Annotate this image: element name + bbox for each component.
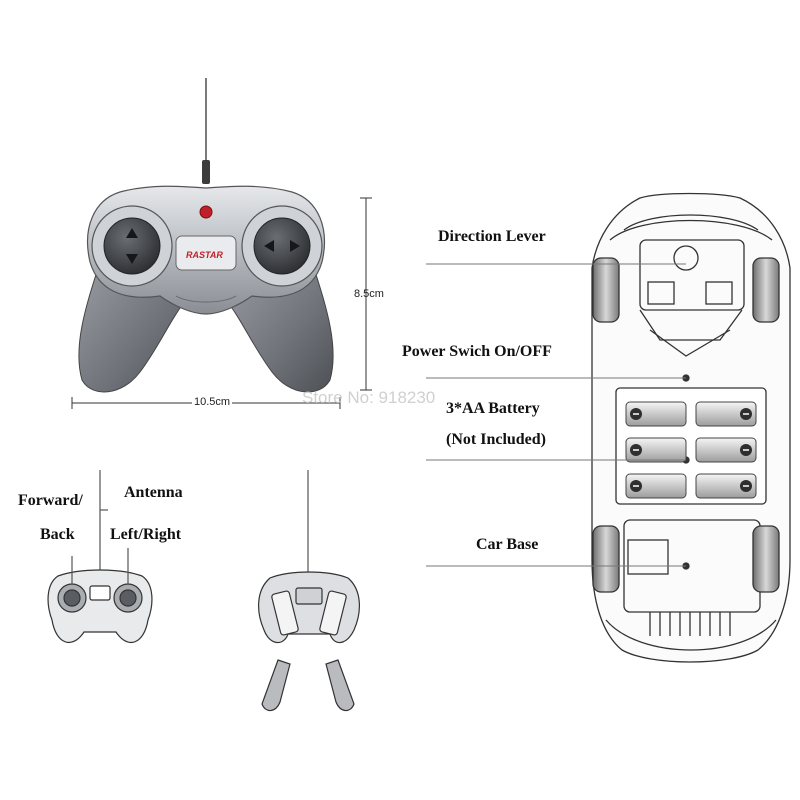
aa-battery-cell xyxy=(625,401,687,427)
left-right-arrows-icon xyxy=(264,240,300,252)
left-right-label: Left/Right xyxy=(110,526,182,543)
direction-lever-label: Direction Lever xyxy=(438,228,546,245)
car-base-label: Car Base xyxy=(476,536,539,553)
height-dimension xyxy=(360,197,372,391)
aa-battery-cell xyxy=(625,473,687,499)
width-dimension-label: 10.5cm xyxy=(192,396,233,408)
motor-housing xyxy=(627,539,669,575)
body-rib xyxy=(175,295,237,303)
power-led-icon xyxy=(199,205,213,219)
leader-lines xyxy=(426,263,686,567)
linkage xyxy=(639,309,743,341)
battery-slot-left xyxy=(271,590,299,636)
battery-cover-right xyxy=(325,659,355,712)
small-left-stick xyxy=(63,589,81,607)
center-badge-panel xyxy=(175,235,237,271)
aa-battery-cell xyxy=(695,473,757,499)
back-center-clip xyxy=(295,587,323,605)
front-steering-box xyxy=(639,239,745,311)
left-right-stick[interactable] xyxy=(253,217,311,275)
front-left-wheel xyxy=(592,257,620,323)
battery-label-line2: (Not Included) xyxy=(446,431,547,448)
forward-back-label-line1: Forward/ xyxy=(18,492,83,509)
remote-controller-main xyxy=(78,78,334,393)
front-arc-inner xyxy=(623,214,759,231)
steering-block-left xyxy=(647,281,675,305)
store-watermark: Store No: 918230 xyxy=(302,388,436,407)
steering-gear xyxy=(673,245,699,271)
forward-back-label-line2: Back xyxy=(40,526,75,543)
rear-grille xyxy=(649,612,731,636)
small-right-stick xyxy=(119,589,137,607)
aa-battery-cell xyxy=(695,401,757,427)
battery-label-line1: 3*AA Battery xyxy=(446,400,540,417)
rastar-logo-text: RASTAR xyxy=(186,250,223,260)
battery-slot-right xyxy=(319,590,347,636)
rear-right-wheel xyxy=(752,525,780,593)
linkage-v xyxy=(649,329,731,357)
antenna-base xyxy=(202,160,210,184)
aa-batteries xyxy=(625,401,757,499)
power-switch-label: Power Swich On/OFF xyxy=(402,343,552,360)
remote-controller-back xyxy=(258,470,360,712)
aa-battery-cell xyxy=(625,437,687,463)
forward-back-stick[interactable] xyxy=(103,217,161,275)
steering-block-right xyxy=(705,281,733,305)
antenna-label: Antenna xyxy=(124,484,183,501)
remote-controller-small xyxy=(47,470,153,644)
small-center-panel xyxy=(89,585,111,601)
front-right-wheel xyxy=(752,257,780,323)
rear-left-wheel xyxy=(592,525,620,593)
battery-cover-left xyxy=(261,659,291,712)
up-down-arrows-icon xyxy=(126,228,138,264)
aa-battery-cell xyxy=(695,437,757,463)
height-dimension-label: 8.5cm xyxy=(354,288,384,300)
rear-arc xyxy=(605,619,777,651)
front-arc xyxy=(609,219,773,241)
